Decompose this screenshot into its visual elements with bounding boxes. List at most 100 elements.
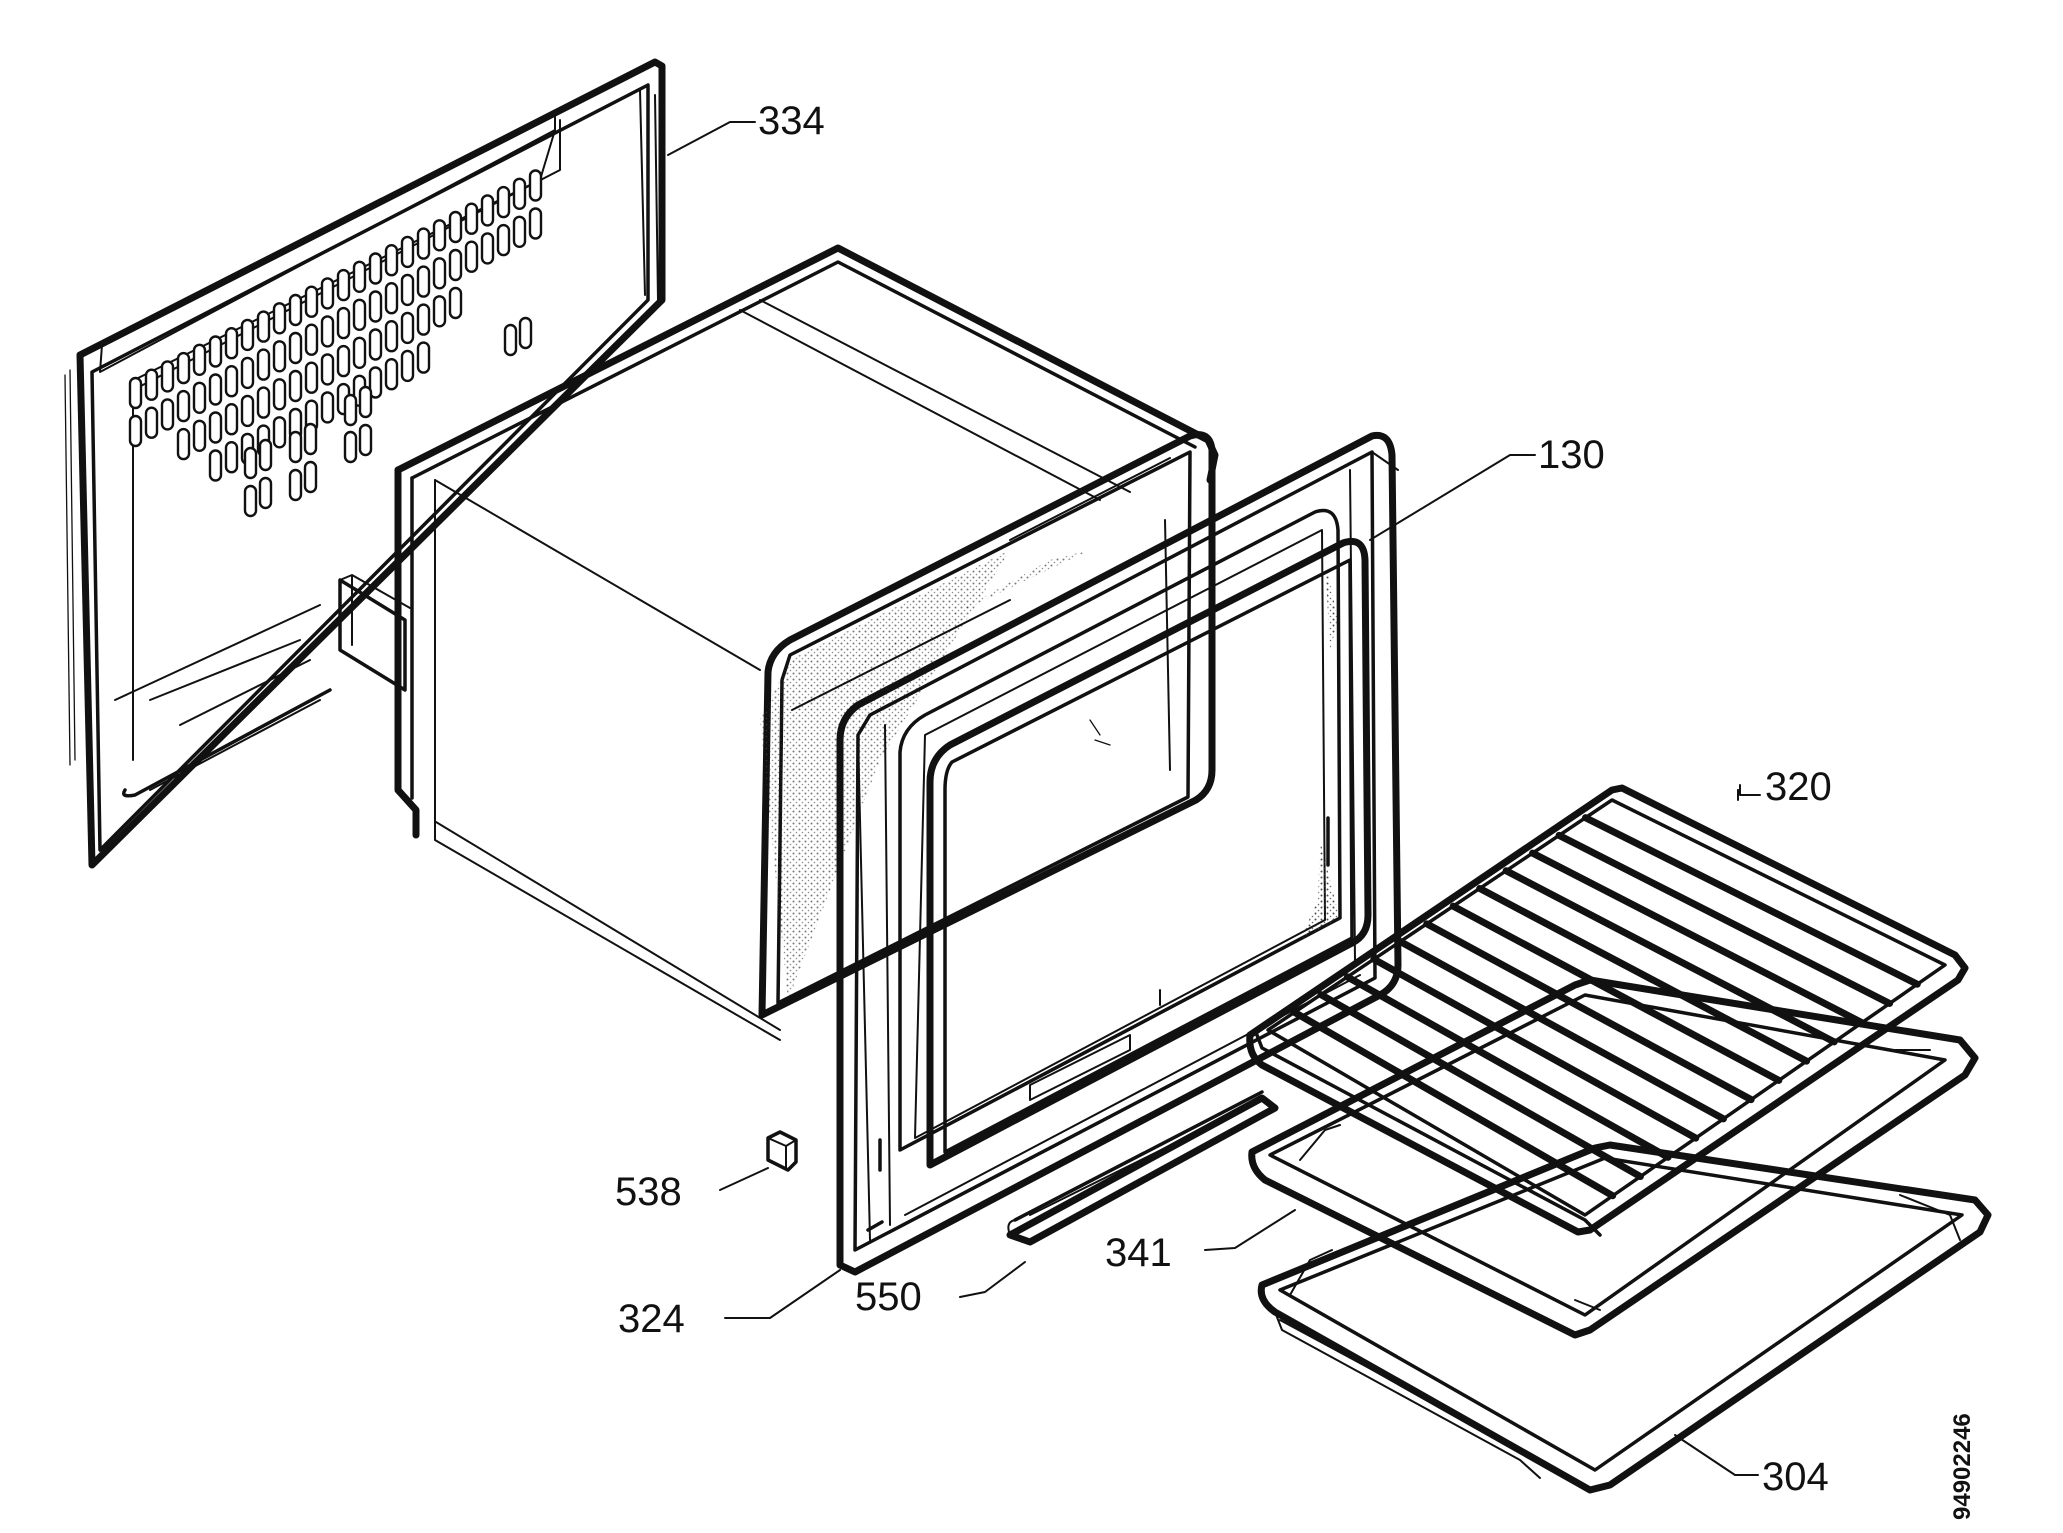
- vent-slot: [432, 295, 447, 328]
- vent-slot: [128, 414, 143, 448]
- leader-130: [1369, 454, 1536, 541]
- leader-lines: [667, 121, 1761, 1476]
- vent-slot: [128, 376, 143, 410]
- vent-slot: [400, 235, 415, 269]
- vent-slot: [384, 243, 399, 277]
- shelf-bar: [1343, 973, 1672, 1161]
- vent-slot: [336, 344, 351, 378]
- leader-334: [667, 121, 756, 156]
- shelf-bar: [1502, 867, 1838, 1046]
- vent-slot: [176, 389, 191, 423]
- vent-slot: [256, 348, 271, 381]
- callout-341: 341: [1105, 1231, 1172, 1275]
- front-frame-part: [836, 431, 1402, 1276]
- vent-slot: [352, 260, 367, 293]
- shelf-bar: [1449, 902, 1783, 1084]
- leader-324: [724, 1269, 841, 1319]
- back-panel-part: [64, 58, 666, 869]
- vent-slot: [480, 194, 495, 227]
- vent-slot: [416, 227, 431, 260]
- vent-slot: [496, 185, 511, 219]
- vent-slot: [320, 391, 335, 424]
- vent-slot: [160, 398, 175, 431]
- vent-slot: [464, 240, 479, 273]
- vent-slot: [432, 257, 447, 290]
- vent-slot: [384, 358, 399, 391]
- vent-slot: [288, 293, 303, 327]
- vent-slot: [448, 210, 463, 244]
- vent-slot: [256, 310, 271, 343]
- vent-slot: [352, 336, 367, 369]
- shelf-bar: [1396, 938, 1727, 1123]
- vent-slot: [384, 320, 399, 353]
- leader-320-b: [1739, 784, 1761, 796]
- vent-slot: [160, 360, 175, 393]
- vent-slot: [304, 323, 319, 356]
- vent-slot: [528, 207, 543, 240]
- vent-slot: [288, 369, 303, 403]
- vent-slot: [400, 273, 415, 307]
- shelf-bar: [1582, 814, 1921, 988]
- leader-538: [719, 1167, 769, 1191]
- leader-304: [1674, 1434, 1759, 1476]
- vent-slot: [208, 449, 223, 482]
- vent-slot: [256, 386, 271, 419]
- vent-slot: [352, 298, 367, 331]
- vent-slot: [416, 303, 431, 336]
- vent-slot: [303, 422, 318, 456]
- vent-slot: [258, 476, 273, 510]
- callout-304: 304: [1762, 1455, 1829, 1499]
- vent-slot: [288, 468, 303, 502]
- vent-slot: [208, 373, 223, 406]
- vent-slot: [192, 419, 207, 452]
- vent-slot: [368, 290, 383, 323]
- vent-slot: [320, 277, 335, 310]
- leader-550: [959, 1261, 1026, 1298]
- vent-slot: [288, 331, 303, 365]
- vent-slot: [368, 328, 383, 361]
- callout-130: 130: [1538, 433, 1605, 477]
- vent-slot-grid: [128, 169, 543, 518]
- vent-slot: [240, 318, 255, 352]
- vent-slot: [208, 335, 223, 368]
- vent-slot: [496, 223, 511, 257]
- deep-tray-part: [1257, 1141, 1992, 1494]
- vent-slot: [416, 265, 431, 298]
- vent-slot: [358, 423, 373, 457]
- vent-slot: [272, 416, 287, 449]
- oven-cavity-part: [338, 244, 1219, 1041]
- vent-slot: [343, 393, 358, 427]
- vent-slot: [144, 406, 159, 439]
- shelf-bar: [1317, 991, 1644, 1181]
- vent-slot: [243, 484, 258, 518]
- leader-341: [1204, 1209, 1296, 1251]
- vent-slot: [224, 365, 239, 398]
- shallow-tray-part: [1248, 976, 1979, 1339]
- vent-slot: [144, 368, 159, 401]
- callout-538: 538: [615, 1170, 682, 1214]
- vent-slot: [176, 351, 191, 385]
- vent-slot: [192, 381, 207, 414]
- shelf-bar: [1370, 955, 1700, 1142]
- vent-slot: [243, 446, 258, 480]
- vent-slot: [224, 327, 239, 360]
- trim-strip-part: [1006, 1090, 1279, 1246]
- vent-slot: [320, 353, 335, 386]
- vent-slot: [464, 202, 479, 235]
- vent-slot: [448, 248, 463, 282]
- document-number: 94902246: [1949, 1413, 1976, 1520]
- vent-slot: [272, 378, 287, 411]
- vent-slot: [258, 438, 273, 472]
- vent-slot: [272, 340, 287, 373]
- vent-slot: [192, 343, 207, 376]
- vent-slot: [368, 366, 383, 399]
- vent-slot: [512, 215, 527, 249]
- vent-slot: [224, 403, 239, 436]
- vent-slot: [336, 268, 351, 302]
- vent-slot: [400, 349, 415, 383]
- vent-slot: [303, 460, 318, 494]
- vent-slot: [448, 286, 463, 320]
- vent-slot: [208, 411, 223, 444]
- vent-slot: [358, 385, 373, 419]
